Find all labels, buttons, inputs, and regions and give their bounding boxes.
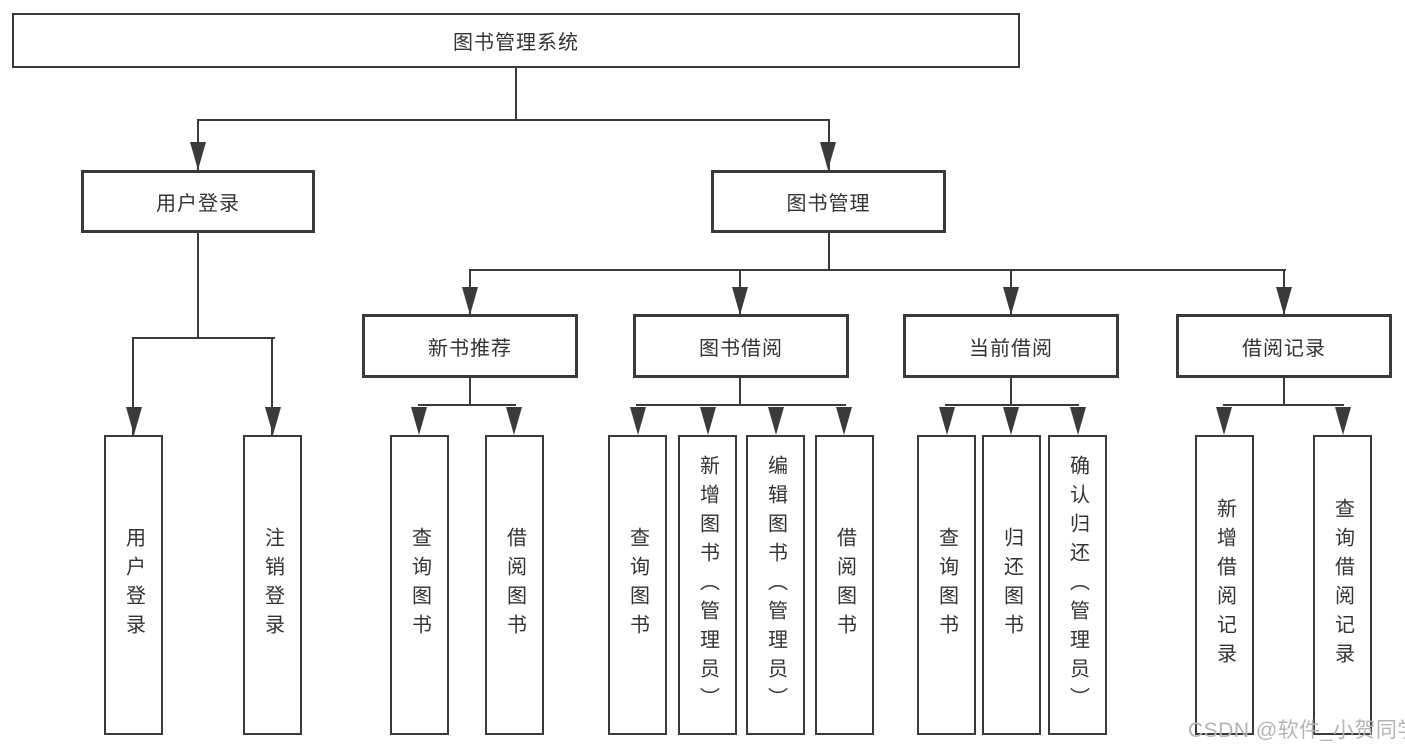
arrowhead-down-icon xyxy=(732,287,748,315)
arrowhead-down-icon xyxy=(700,407,716,435)
connector-line xyxy=(469,269,1286,271)
connector-line xyxy=(1010,376,1012,406)
connector-line xyxy=(271,337,273,435)
leaf-logout: 注销登录 xyxy=(243,435,302,735)
connector-line xyxy=(469,376,471,406)
csdn-watermark: CSDN @软件_小贺同学 xyxy=(1188,719,1405,742)
arrowhead-down-icon xyxy=(820,142,836,170)
connector-line xyxy=(739,376,741,406)
leaf-query-books-recommend: 查询图书 xyxy=(390,435,449,735)
connector-line xyxy=(132,337,134,435)
connector-line xyxy=(828,233,830,271)
leaf-borrow-books-borrowing: 借阅图书 xyxy=(815,435,874,735)
connector-line xyxy=(132,337,275,339)
connector-line xyxy=(636,404,846,406)
connector-line xyxy=(945,404,1079,406)
leaf-add-book-admin: 新增图书（管理员） xyxy=(678,435,737,735)
arrowhead-down-icon xyxy=(836,407,852,435)
node-book-management: 图书管理 xyxy=(711,170,946,233)
arrowhead-down-icon xyxy=(462,287,478,315)
leaf-query-borrow-record: 查询借阅记录 xyxy=(1313,435,1372,735)
connector-line xyxy=(1223,404,1344,406)
arrowhead-down-icon xyxy=(411,407,427,435)
node-borrowing-records: 借阅记录 xyxy=(1176,314,1392,378)
node-library-management-system: 图书管理系统 xyxy=(12,13,1020,68)
node-user-login: 用户登录 xyxy=(81,170,315,233)
leaf-add-borrow-record: 新增借阅记录 xyxy=(1195,435,1254,735)
connector-line xyxy=(418,404,516,406)
leaf-return-book: 归还图书 xyxy=(982,435,1041,735)
arrowhead-down-icon xyxy=(768,407,784,435)
arrowhead-down-icon xyxy=(126,407,142,435)
leaf-edit-book-admin: 编辑图书（管理员） xyxy=(746,435,805,735)
arrowhead-down-icon xyxy=(1216,407,1232,435)
arrowhead-down-icon xyxy=(1070,407,1086,435)
leaf-query-books-borrowing: 查询图书 xyxy=(608,435,667,735)
connector-line xyxy=(197,233,199,339)
node-current-borrowing: 当前借阅 xyxy=(903,314,1119,378)
connector-line xyxy=(515,68,517,121)
arrowhead-down-icon xyxy=(939,407,955,435)
arrowhead-down-icon xyxy=(1003,287,1019,315)
leaf-user-login: 用户登录 xyxy=(104,435,163,735)
leaf-confirm-return-admin: 确认归还（管理员） xyxy=(1048,435,1107,735)
arrowhead-down-icon xyxy=(1003,407,1019,435)
leaf-borrow-books-recommend: 借阅图书 xyxy=(485,435,544,735)
leaf-query-books-current: 查询图书 xyxy=(917,435,976,735)
arrowhead-down-icon xyxy=(630,407,646,435)
connector-line xyxy=(1283,376,1285,406)
node-new-book-recommendation: 新书推荐 xyxy=(362,314,578,378)
arrowhead-down-icon xyxy=(265,407,281,435)
connector-line xyxy=(197,119,830,121)
arrowhead-down-icon xyxy=(1335,407,1351,435)
arrowhead-down-icon xyxy=(1276,287,1292,315)
node-book-borrowing: 图书借阅 xyxy=(633,314,849,378)
arrowhead-down-icon xyxy=(190,142,206,170)
arrowhead-down-icon xyxy=(506,407,522,435)
